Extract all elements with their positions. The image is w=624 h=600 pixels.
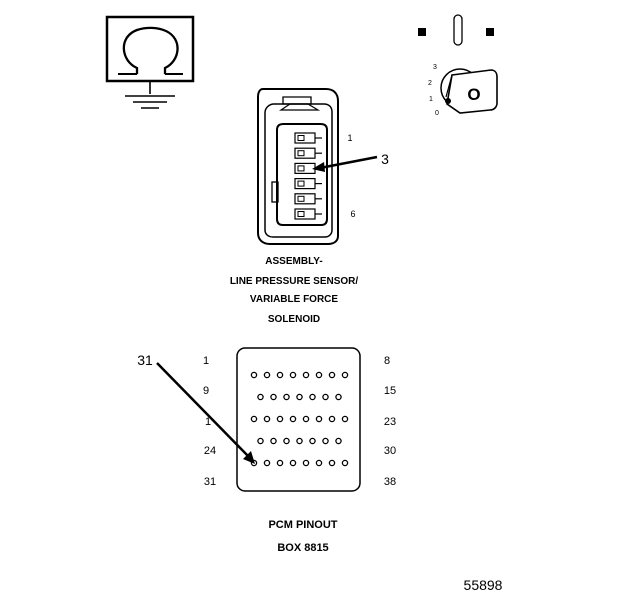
pcm-callout-number: 31	[137, 352, 153, 368]
pcm-pin	[328, 371, 336, 379]
key-letter: O	[467, 85, 480, 104]
sensor-callout-arrow	[319, 155, 378, 170]
pcm-right-label-row-2: 15	[384, 385, 396, 397]
pcm-pin	[296, 437, 303, 445]
pcm-pin	[257, 393, 264, 401]
pcm-connector: 1 9 1 24 31 8 15 23 30 38 31	[137, 347, 396, 492]
pcm-callout-arrow	[156, 362, 250, 458]
pcm-pin	[315, 459, 323, 467]
pcm-right-label-row-4: 30	[384, 445, 396, 457]
pcm-pin	[328, 459, 336, 467]
sensor-pin-terminal	[297, 180, 305, 187]
pcm-pin	[283, 393, 290, 401]
sensor-pin-terminal	[297, 195, 305, 202]
pcm-left-label-row-3: 1	[205, 416, 211, 428]
pcm-pin	[257, 437, 264, 445]
pcm-pin	[309, 437, 316, 445]
ignition-position-3: 3	[433, 64, 437, 71]
pcm-pin	[335, 437, 342, 445]
pcm-pin	[341, 459, 349, 467]
pcm-pin	[289, 459, 297, 467]
pcm-left-label-row-2: 9	[203, 385, 209, 397]
ground-icon	[125, 81, 175, 109]
sensor-callout-arrowhead	[312, 162, 325, 172]
sensor-pin-terminal	[297, 165, 305, 172]
pcm-caption-title: PCM PINOUT	[268, 519, 337, 531]
sensor-pin-label-last: 6	[350, 209, 355, 219]
pcm-pin	[270, 437, 277, 445]
ohmmeter-icon	[105, 15, 195, 83]
ignition-position-0: 0	[435, 110, 439, 117]
pcm-pin	[250, 459, 258, 467]
pcm-pin	[283, 437, 290, 445]
sensor-pin-terminal	[297, 135, 305, 141]
pcm-pin	[250, 371, 258, 379]
pcm-left-label-row-1: 1	[203, 355, 209, 367]
pcm-right-label-row-3: 23	[384, 416, 396, 428]
pcm-pin	[276, 459, 284, 467]
pcm-pin	[322, 393, 329, 401]
pcm-pin	[289, 371, 297, 379]
pcm-pin	[296, 393, 303, 401]
pcm-pin	[276, 371, 284, 379]
figure-number: 55898	[464, 577, 503, 593]
assembly-title-line-1: ASSEMBLY-	[265, 256, 322, 267]
pcm-pin	[263, 459, 271, 467]
pcm-callout-arrowhead	[243, 451, 255, 464]
pcm-pin	[309, 393, 316, 401]
pcm-pin	[315, 415, 323, 423]
pcm-pin	[302, 415, 310, 423]
sensor-pin-terminal	[297, 211, 305, 217]
pcm-left-label-row-5: 31	[204, 476, 216, 488]
pcm-right-label-row-5: 38	[384, 476, 396, 488]
ignition-position-1: 1	[429, 96, 433, 103]
sensor-pin-label-first: 1	[347, 133, 352, 143]
assembly-title-line-4: SOLENOID	[268, 314, 320, 325]
assembly-title-line-3: VARIABLE FORCE	[250, 294, 338, 305]
pcm-pin	[341, 415, 349, 423]
pcm-pin	[263, 415, 271, 423]
ignition-key-icon: 3 2 1 0 O	[418, 14, 498, 117]
pcm-left-label-row-4: 24	[204, 445, 216, 457]
pcm-pin	[315, 371, 323, 379]
pcm-pin	[328, 415, 336, 423]
pcm-pin	[322, 437, 329, 445]
pcm-pin	[302, 459, 310, 467]
pcm-pin	[335, 393, 342, 401]
pcm-pin	[276, 415, 284, 423]
pcm-caption-box: BOX 8815	[277, 542, 328, 554]
pcm-pin	[270, 393, 277, 401]
sensor-connector: 1 6 3	[257, 88, 389, 245]
sensor-pin-terminal	[297, 150, 305, 157]
pcm-pin	[289, 415, 297, 423]
pcm-pin-grid	[250, 371, 349, 467]
pcm-pin	[341, 371, 349, 379]
pcm-pin	[263, 371, 271, 379]
sensor-callout-number: 3	[381, 151, 389, 167]
pcm-pin	[302, 371, 310, 379]
assembly-title-line-2: LINE PRESSURE SENSOR/	[230, 276, 359, 287]
ignition-position-2: 2	[428, 80, 432, 87]
pcm-pin	[250, 415, 258, 423]
sensor-pin-row	[294, 132, 322, 220]
pcm-right-label-row-1: 8	[384, 355, 390, 367]
